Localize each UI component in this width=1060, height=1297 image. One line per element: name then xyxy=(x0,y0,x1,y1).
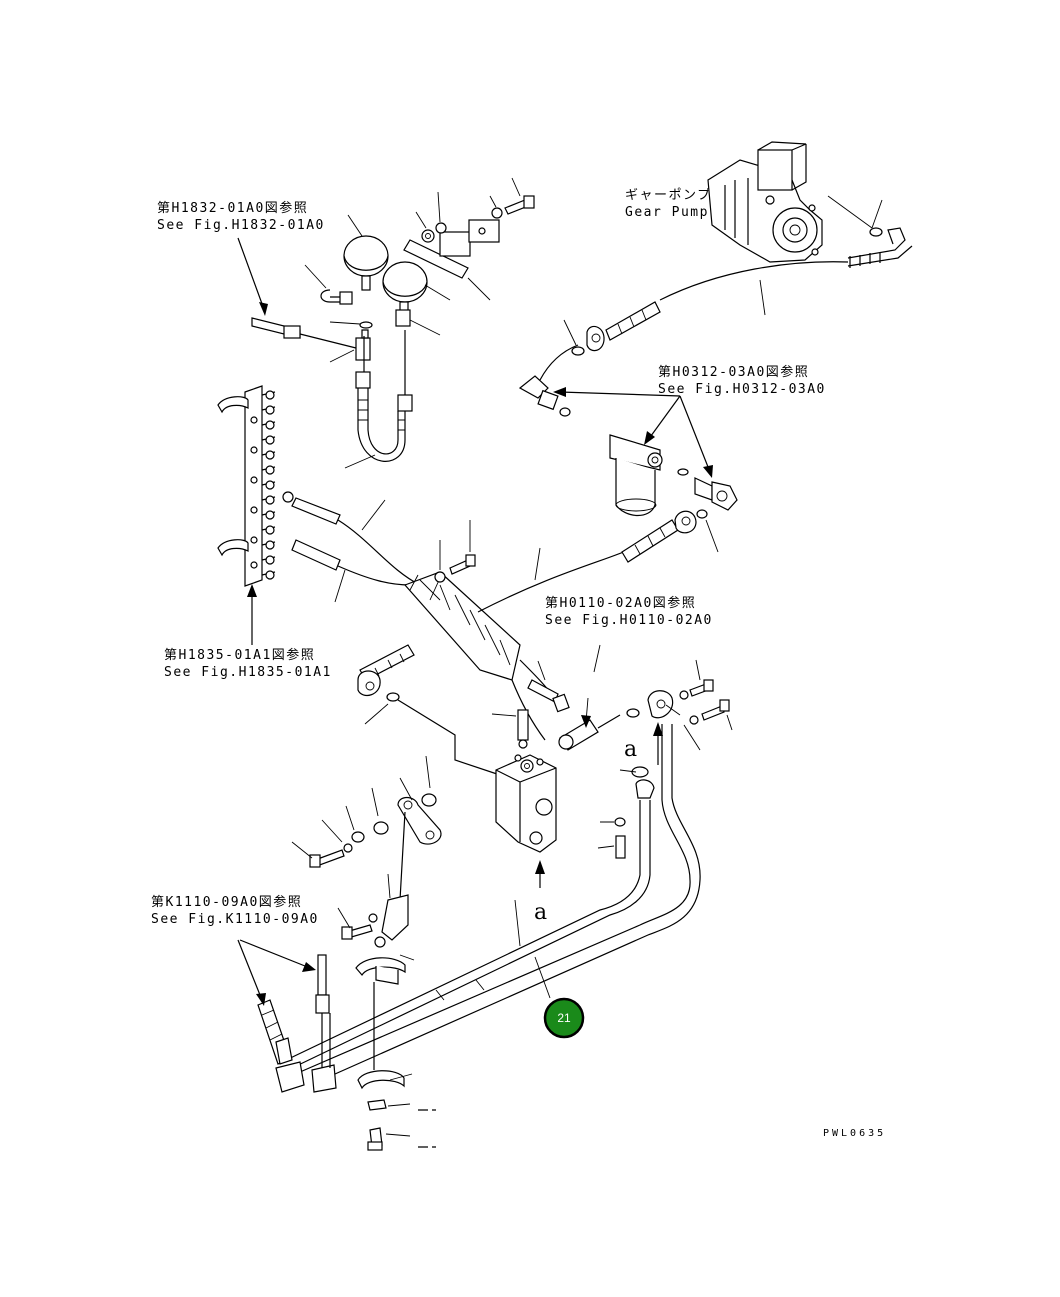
tube-flange-lower[interactable] xyxy=(597,766,655,859)
ref-h1835[interactable]: 第H1835-01A1図参照 See Fig.H1835-01A1 xyxy=(164,647,332,680)
bracket-plate[interactable] xyxy=(368,777,442,948)
pump-suction-hose xyxy=(659,195,913,316)
hose-bundle-wrap[interactable] xyxy=(403,571,521,681)
ref-h0110-jp: 第H0110-02A0図参照 xyxy=(545,595,696,611)
ref-k1110-jp: 第K1110-09A0図参照 xyxy=(151,894,302,910)
accumulator-right[interactable] xyxy=(382,261,451,317)
k1110-hose-right[interactable] xyxy=(315,954,331,1068)
accumulator-bracket[interactable] xyxy=(403,219,500,301)
bracket-bolt[interactable] xyxy=(337,907,373,940)
bundle-bolt[interactable] xyxy=(434,520,476,583)
return-tube-21[interactable] xyxy=(275,724,701,1093)
ref-h0312[interactable]: 第H0312-03A0図参照 See Fig.H0312-03A0 xyxy=(658,364,826,397)
ref-h1835-en: See Fig.H1835-01A1 xyxy=(164,665,332,680)
callout-21-number: 21 xyxy=(557,1011,571,1025)
hose-manifold-upper[interactable] xyxy=(282,491,421,586)
view-marker-a-lower: a xyxy=(534,900,547,925)
ref-h0110[interactable]: 第H0110-02A0図参照 See Fig.H0110-02A0 xyxy=(545,595,713,628)
washers-stack[interactable] xyxy=(291,755,437,868)
gear-pump-en: Gear Pump xyxy=(625,205,709,220)
gear-pump[interactable] xyxy=(707,141,823,263)
k1110-hose-left[interactable] xyxy=(257,999,293,1065)
callout-21[interactable]: 21 xyxy=(543,997,585,1039)
tube-flange-upper[interactable] xyxy=(626,659,733,751)
filter-hose-top[interactable] xyxy=(586,301,661,352)
view-arrow-lower xyxy=(535,860,545,888)
manifold-fittings xyxy=(250,390,276,580)
ref-h1832[interactable]: 第H1832-01A0図参照 See Fig.H1832-01A0 xyxy=(157,200,325,233)
accumulator-hose[interactable] xyxy=(344,330,413,469)
hose-left-to-valve[interactable] xyxy=(357,644,501,776)
hose-valve-to-bundle[interactable] xyxy=(511,659,570,741)
ref-k1110-en: See Fig.K1110-09A0 xyxy=(151,912,319,927)
tee-fitting[interactable] xyxy=(251,317,373,363)
hose-manifold-lower[interactable] xyxy=(291,539,411,603)
ref-gear-pump[interactable]: ギャーポンプ Gear Pump xyxy=(625,188,712,220)
control-valve[interactable] xyxy=(495,754,557,853)
ref-h0312-jp: 第H0312-03A0図参照 xyxy=(658,364,809,380)
ref-k1110[interactable]: 第K1110-09A0図参照 See Fig.K1110-09A0 xyxy=(151,894,319,927)
filter-hose-bottom[interactable] xyxy=(621,509,719,563)
ref-arrows-h0312 xyxy=(553,387,713,478)
line-filter[interactable] xyxy=(609,434,663,517)
ref-arrows-k1110 xyxy=(237,939,316,1006)
ref-h1835-jp: 第H1835-01A1図参照 xyxy=(164,647,315,663)
manifold-block[interactable] xyxy=(217,385,276,587)
clamp-upper[interactable] xyxy=(355,954,415,985)
ref-h1832-jp: 第H1832-01A0図参照 xyxy=(157,200,308,216)
valve-stud[interactable] xyxy=(491,709,529,749)
filter-inlet-elbow[interactable] xyxy=(518,319,585,417)
view-marker-a-upper: a xyxy=(624,737,637,762)
ref-h0110-en: See Fig.H0110-02A0 xyxy=(545,613,713,628)
filter-outlet-fitting[interactable] xyxy=(677,468,738,511)
view-arrow-upper xyxy=(653,722,663,765)
ref-h1832-en: See Fig.H1832-01A0 xyxy=(157,218,325,233)
bolt-top-1[interactable] xyxy=(415,211,435,243)
callout-21-badge xyxy=(543,997,585,1039)
bolt-top-2[interactable] xyxy=(435,191,447,234)
drawing-code: PWL0635 xyxy=(823,1128,886,1139)
hose-loop-small[interactable] xyxy=(304,264,353,305)
valve-adapter[interactable] xyxy=(558,644,621,751)
bolt-top-3[interactable] xyxy=(489,195,503,219)
ref-arrow-h1832 xyxy=(237,237,266,313)
fitting-right-accumulator[interactable] xyxy=(395,309,441,336)
ref-h0312-en: See Fig.H0312-03A0 xyxy=(658,382,826,397)
clamp-lower[interactable] xyxy=(357,1070,436,1151)
bolt-top-4[interactable] xyxy=(504,177,535,215)
accumulator-left[interactable] xyxy=(343,214,389,291)
gear-pump-jp: ギャーポンプ xyxy=(625,188,712,203)
